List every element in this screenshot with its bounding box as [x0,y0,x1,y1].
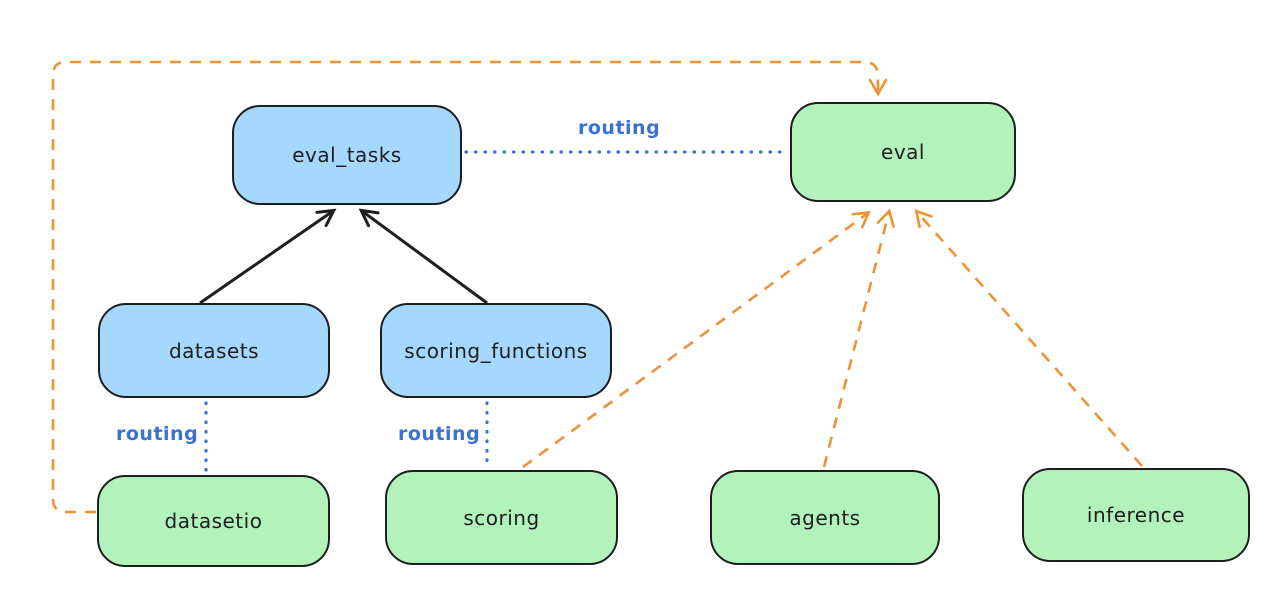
edge-datasets-to-eval-tasks [199,208,337,305]
node-datasetio-label: datasetio [164,509,263,533]
node-agents: agents [710,470,940,565]
node-datasetio: datasetio [97,475,330,567]
node-scoring-label: scoring [463,505,540,530]
edge-inference-to-eval [914,209,1143,467]
edge-label-routing-datasets-datasetio: routing [116,423,199,445]
node-scoring-functions-label: scoring_functions [404,338,588,363]
node-datasets-label: datasets [168,338,260,363]
node-agents-label: agents [789,505,861,530]
node-scoring-functions: scoring_functions [380,303,612,398]
edge-label-routing-scoring-functions-scoring: routing [398,423,481,445]
node-datasets: datasets [98,303,330,398]
node-inference-label: inference [1086,503,1186,527]
node-eval-tasks-label: eval_tasks [292,143,402,167]
node-eval-tasks: eval_tasks [232,105,462,205]
node-eval-label: eval [881,140,925,164]
edge-agents-to-eval [822,208,895,468]
node-eval: eval [790,102,1016,202]
node-inference: inference [1022,468,1250,562]
node-scoring: scoring [385,470,618,565]
edge-datasetio-to-eval-loop [51,60,888,514]
edge-scoring-functions-to-eval-tasks [358,208,488,305]
edge-label-routing-eval-tasks-eval: routing [578,117,661,139]
